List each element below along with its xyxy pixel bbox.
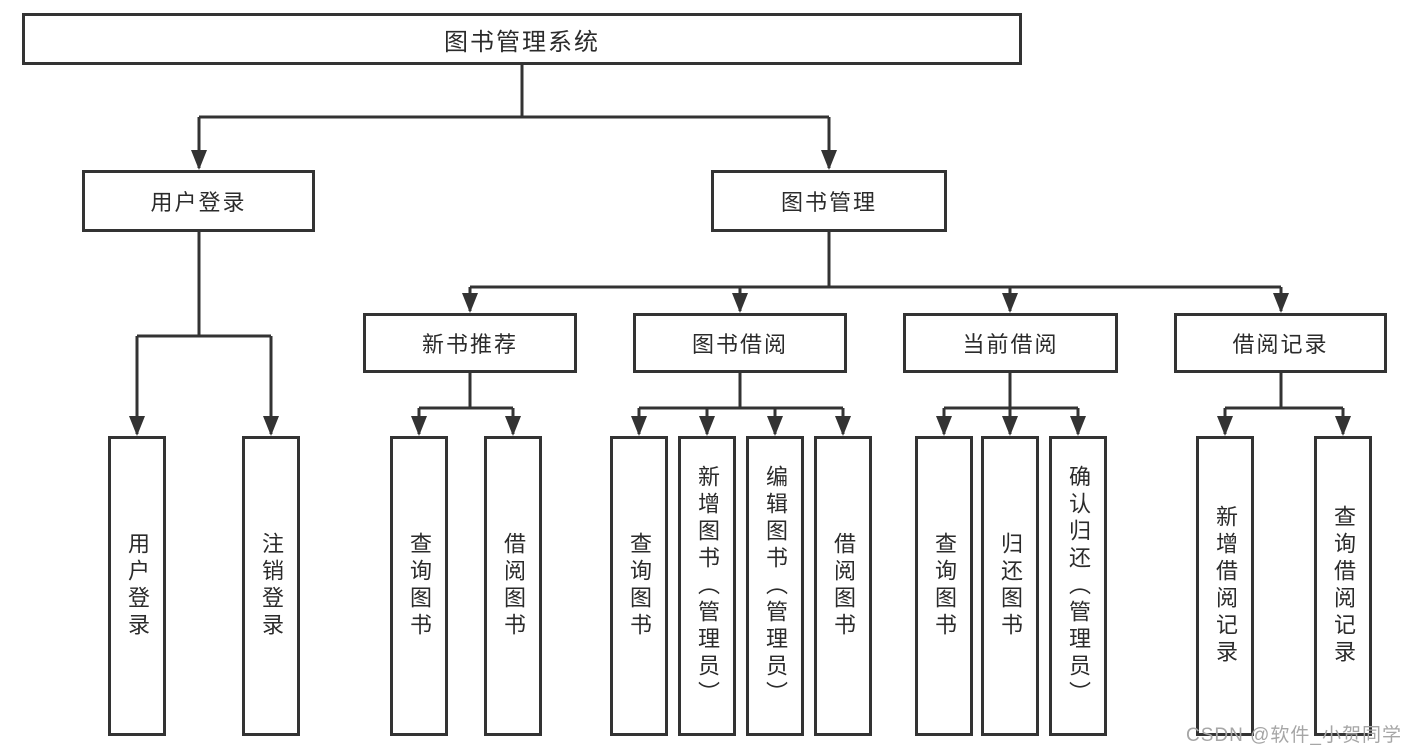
node-new-book-recommendation-label: 新书推荐: [421, 332, 518, 357]
leaf-query-borrow-record: 查询借阅记录: [1314, 436, 1372, 736]
node-root: 图书管理系统: [22, 13, 1022, 65]
leaf-query-books-recommend: 查询图书: [390, 436, 448, 736]
leaf-confirm-return-admin: 确认归还（管理员）: [1049, 436, 1107, 736]
leaf-add-borrow-record: 新增借阅记录: [1196, 436, 1254, 736]
node-user-login: 用户登录: [82, 170, 315, 232]
leaf-add-borrow-record-label: 新增借阅记录: [1213, 505, 1238, 667]
node-new-book-recommendation: 新书推荐: [363, 313, 577, 373]
csdn-watermark: CSDN @软件_小贺同学: [1186, 725, 1402, 746]
connector-lines: [135, 65, 1345, 434]
node-book-borrowing: 图书借阅: [633, 313, 847, 373]
node-root-label: 图书管理系统: [444, 28, 600, 56]
leaf-query-borrow-record-label: 查询借阅记录: [1331, 505, 1356, 667]
node-user-login-label: 用户登录: [150, 190, 247, 215]
leaf-return-books: 归还图书: [981, 436, 1039, 736]
leaf-query-books-borrowing-label: 查询图书: [627, 532, 652, 640]
node-current-borrowing: 当前借阅: [903, 313, 1118, 373]
leaf-return-books-label: 归还图书: [998, 532, 1023, 640]
leaf-logout-label: 注销登录: [259, 532, 284, 640]
leaf-borrow-books-borrowing: 借阅图书: [814, 436, 872, 736]
node-borrowing-records: 借阅记录: [1174, 313, 1387, 373]
leaf-confirm-return-admin-label: 确认归还（管理员）: [1066, 464, 1091, 708]
leaf-edit-book-admin-label: 编辑图书（管理员）: [763, 464, 788, 708]
leaf-add-book-admin: 新增图书（管理员）: [678, 436, 736, 736]
node-book-borrowing-label: 图书借阅: [691, 332, 788, 357]
leaf-borrow-books-recommend-label: 借阅图书: [501, 532, 526, 640]
node-current-borrowing-label: 当前借阅: [962, 332, 1059, 357]
leaf-edit-book-admin: 编辑图书（管理员）: [746, 436, 804, 736]
leaf-query-books-current-label: 查询图书: [932, 532, 957, 640]
leaf-query-books-borrowing: 查询图书: [610, 436, 668, 736]
node-book-management-label: 图书管理: [780, 190, 877, 215]
node-borrowing-records-label: 借阅记录: [1232, 332, 1329, 357]
leaf-logout: 注销登录: [242, 436, 300, 736]
leaf-borrow-books-borrowing-label: 借阅图书: [831, 532, 856, 640]
leaf-add-book-admin-label: 新增图书（管理员）: [695, 464, 720, 708]
leaf-user-login: 用户登录: [108, 436, 166, 736]
node-book-management: 图书管理: [711, 170, 947, 232]
leaf-user-login-label: 用户登录: [125, 532, 150, 640]
leaf-borrow-books-recommend: 借阅图书: [484, 436, 542, 736]
leaf-query-books-recommend-label: 查询图书: [407, 532, 432, 640]
leaf-query-books-current: 查询图书: [915, 436, 973, 736]
